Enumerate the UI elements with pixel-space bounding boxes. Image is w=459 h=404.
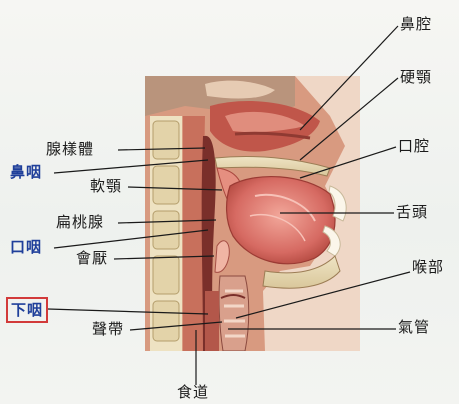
label-tongue: 舌頭	[396, 203, 428, 221]
label-hypopharynx: 下咽	[6, 297, 48, 323]
leader-nasal-cavity	[300, 26, 398, 130]
label-esophagus: 食道	[177, 383, 209, 401]
label-vocal-cords: 聲帶	[92, 320, 124, 338]
label-adenoid: 腺樣體	[46, 140, 94, 158]
label-soft-palate: 軟顎	[90, 177, 122, 195]
leader-hard-palate	[300, 78, 398, 160]
label-epiglottis: 會厭	[76, 249, 108, 267]
leader-larynx	[236, 272, 410, 318]
label-trachea: 氣管	[398, 318, 430, 336]
label-tonsil: 扁桃腺	[56, 213, 104, 231]
leader-adenoid	[118, 148, 205, 150]
leader-hypopharynx	[48, 309, 208, 314]
leader-oropharynx	[54, 230, 208, 248]
label-nasopharynx: 鼻咽	[10, 163, 42, 181]
leader-soft-palate	[128, 187, 222, 190]
leader-vocal-cords	[130, 322, 222, 330]
label-larynx: 喉部	[412, 258, 444, 276]
leader-oral-cavity	[300, 147, 396, 178]
label-hard-palate: 硬顎	[400, 68, 432, 86]
leader-tonsil	[118, 220, 216, 223]
leader-nasopharynx	[54, 160, 208, 173]
leader-epiglottis	[114, 256, 214, 259]
label-nasal-cavity: 鼻腔	[400, 15, 432, 33]
label-oral-cavity: 口腔	[398, 137, 430, 155]
label-oropharynx: 口咽	[10, 238, 42, 256]
